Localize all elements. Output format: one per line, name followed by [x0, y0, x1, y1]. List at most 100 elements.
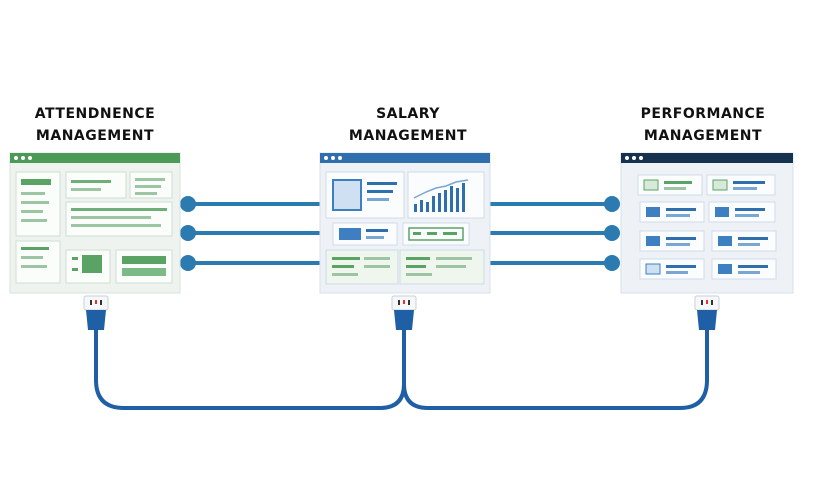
plug-indicator [706, 300, 708, 304]
plug-pin [701, 300, 703, 305]
attendance-line [72, 257, 78, 260]
attendance-window-titlebar [10, 153, 180, 163]
salary-line [406, 257, 430, 260]
performance-icon [715, 207, 729, 217]
attendance-line [135, 178, 165, 181]
plug-body [394, 310, 414, 330]
window-dot-icon [632, 156, 636, 160]
performance-line [664, 187, 686, 190]
salary-line [332, 273, 358, 276]
attendance-block [82, 255, 102, 273]
performance-line [738, 271, 760, 274]
salary-module-title: SALARY MANAGEMENT [318, 103, 498, 147]
attendance-bar [21, 179, 51, 185]
salary-line [427, 232, 437, 235]
performance-line [664, 181, 692, 184]
attendance-line [21, 247, 49, 250]
salary-window [319, 152, 491, 294]
performance-line [666, 208, 696, 211]
window-dot-icon [639, 156, 643, 160]
salary-line [436, 257, 472, 260]
plug-body [86, 310, 106, 330]
attendance-window [9, 152, 181, 294]
window-dot-icon [338, 156, 342, 160]
window-dot-icon [625, 156, 629, 160]
trend-line-icon [413, 179, 469, 199]
attendance-line [71, 188, 101, 191]
performance-line [666, 237, 696, 240]
salary-line [367, 182, 397, 185]
attendance-module-title: ATTENDNENCE MANAGEMENT [5, 103, 185, 147]
attendance-block [122, 268, 166, 276]
performance-title-line1: PERFORMANCE [640, 106, 766, 122]
performance-module-title: PERFORMANCE MANAGEMENT [613, 103, 793, 147]
plug-icon [83, 295, 109, 330]
salary-line [367, 190, 393, 193]
attendance-line [135, 185, 161, 188]
cable-attendance-to-salary [94, 328, 406, 410]
window-dot-icon [324, 156, 328, 160]
connectors-right [490, 196, 620, 271]
bar-chart-icon [414, 183, 465, 212]
performance-line [666, 265, 696, 268]
salary-image-icon [332, 179, 362, 211]
attendance-line [21, 219, 47, 222]
attendance-line [21, 192, 45, 195]
attendance-line [21, 265, 47, 268]
performance-line [738, 243, 760, 246]
performance-line [666, 243, 690, 246]
node-left-1 [180, 196, 196, 212]
plug-pin [100, 300, 102, 305]
attendance-block [122, 256, 166, 264]
salary-line [406, 265, 426, 268]
salary-line [364, 257, 390, 260]
salary-title-line1: SALARY [376, 106, 440, 122]
salary-line [436, 265, 466, 268]
attendance-card [65, 171, 127, 199]
node-right-2 [604, 225, 620, 241]
performance-icon [646, 236, 660, 246]
attendance-line [71, 216, 151, 219]
performance-icon [718, 264, 732, 274]
performance-icon [712, 179, 728, 191]
salary-line [332, 265, 354, 268]
node-left-2 [180, 225, 196, 241]
salary-toggle [339, 228, 361, 240]
performance-line [738, 265, 768, 268]
salary-title-line2: MANAGEMENT [348, 128, 468, 144]
plug-body [697, 310, 717, 330]
salary-line [443, 232, 457, 235]
attendance-title-line1: ATTENDNENCE [34, 106, 156, 122]
performance-icon [643, 179, 659, 191]
performance-line [666, 271, 688, 274]
performance-line [733, 181, 765, 184]
connectors-left [180, 196, 320, 271]
salary-green-field [408, 227, 464, 241]
performance-window-titlebar [621, 153, 793, 163]
performance-title-line2: MANAGEMENT [643, 128, 763, 144]
attendance-title-line2: MANAGEMENT [35, 128, 155, 144]
window-dot-icon [331, 156, 335, 160]
plug-indicator [403, 300, 405, 304]
node-right-1 [604, 196, 620, 212]
performance-icon [718, 236, 732, 246]
window-dot-icon [28, 156, 32, 160]
performance-icon [645, 263, 661, 275]
plug-pin [408, 300, 410, 305]
plug-pin [90, 300, 92, 305]
performance-line [666, 214, 690, 217]
plug-icon [391, 295, 417, 330]
attendance-card [115, 249, 173, 284]
performance-line [735, 214, 759, 217]
plug-icon [694, 295, 720, 330]
salary-line [332, 257, 360, 260]
performance-window [620, 152, 794, 294]
attendance-line [71, 180, 111, 183]
salary-line [366, 236, 384, 239]
attendance-line [72, 268, 78, 271]
plug-pin [398, 300, 400, 305]
attendance-line [21, 256, 43, 259]
attendance-line [21, 201, 49, 204]
node-left-3 [180, 255, 196, 271]
